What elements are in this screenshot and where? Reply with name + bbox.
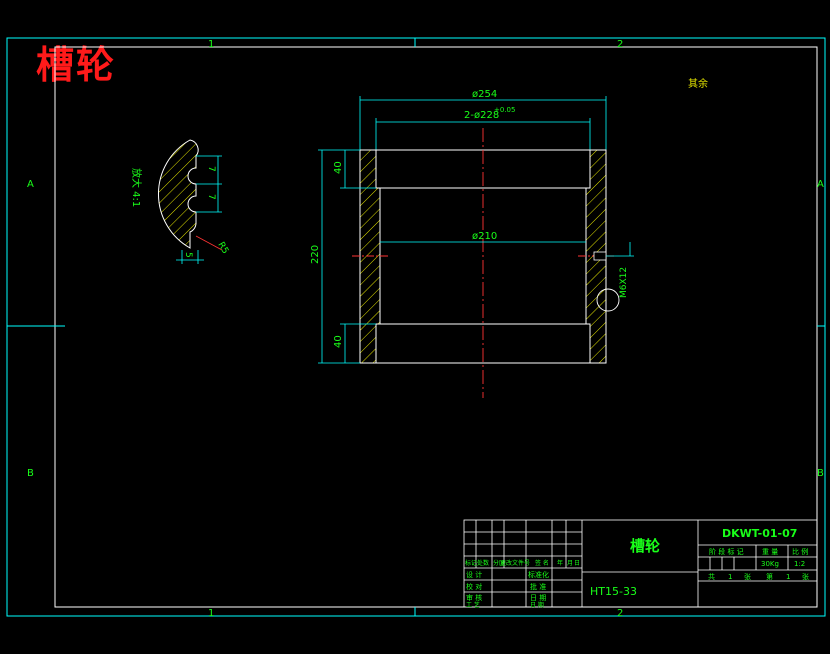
rev-header-month: 月	[567, 560, 573, 567]
sign-row-process: 工 艺	[466, 601, 480, 609]
rev-header-year: 年	[557, 559, 563, 567]
detail-dim-7a: 7	[206, 166, 216, 172]
title-weight-header: 重 量	[762, 548, 778, 556]
outer-frame	[6, 37, 826, 617]
zone-left-a: A	[27, 179, 34, 190]
sheet-current-num: 1	[786, 573, 790, 581]
zone-bottom-1: 1	[208, 608, 214, 619]
sheet-total-num: 1	[728, 573, 732, 581]
dim-inner-diameter: ø210	[472, 231, 497, 242]
title-block	[463, 519, 818, 608]
sheet-current-unit: 张	[802, 572, 809, 581]
dim-bore-tolerance: +0.05	[494, 106, 515, 114]
title-weight: 30Kg	[761, 560, 779, 568]
dim-thread: M6X12	[619, 267, 629, 298]
zone-right-b: B	[817, 468, 824, 479]
std-label-date2: 日 期	[530, 601, 544, 609]
detail-dim-r5: R5	[215, 241, 230, 256]
std-label-approve: 批 准	[530, 582, 546, 591]
sign-row-review: 审 核	[466, 593, 482, 602]
title-stage-header: 阶 段 标 记	[709, 547, 744, 556]
zone-top-2: 2	[617, 39, 623, 50]
zone-bottom-2: 2	[617, 608, 623, 619]
rev-header-day: 日	[574, 560, 580, 567]
rev-header-sign: 签 名	[535, 559, 549, 567]
sign-row-design: 设 计	[466, 570, 482, 579]
dim-height: 220	[310, 245, 321, 264]
zone-ticks	[7, 38, 825, 616]
detail-view	[157, 139, 223, 264]
sign-row-check: 校 对	[466, 582, 482, 591]
zone-left-b: B	[27, 468, 34, 479]
title-scale-header: 比 例	[792, 547, 808, 556]
rev-header-count: 处数	[477, 559, 489, 567]
sheet-current-label: 第	[766, 572, 773, 581]
detail-dim-7b: 7	[206, 194, 216, 200]
title-part-name: 槽轮	[630, 537, 660, 555]
zone-top-1: 1	[208, 39, 214, 50]
dim-flange-top: 40	[333, 161, 344, 174]
rev-header-zone: 分区	[493, 559, 505, 567]
dim-flange-bottom: 40	[333, 335, 344, 348]
rev-header-file: 更改文件号	[500, 559, 530, 567]
title-scale: 1:2	[794, 560, 805, 568]
title-drawing-number: DKWT-01-07	[722, 527, 797, 540]
std-label-date1: 日 期	[530, 594, 546, 602]
inner-frame	[54, 46, 818, 608]
title-material: HT15-33	[590, 585, 637, 598]
dim-bore-diameter: 2-ø228	[464, 110, 499, 121]
sheet-total-unit: 张	[744, 572, 751, 581]
rev-header-mark: 标记	[465, 559, 477, 567]
zone-right-a: A	[817, 179, 824, 190]
dim-outer-diameter: ø254	[472, 89, 497, 100]
sheet-total-label: 共	[708, 572, 715, 581]
drawing-title-red: 槽轮	[36, 42, 117, 87]
main-section	[318, 96, 634, 398]
detail-label: 放大 4:1	[130, 168, 143, 207]
detail-dim-5: 5	[183, 252, 193, 258]
std-label-standard: 标准化	[528, 570, 549, 579]
surface-note: 其余	[688, 77, 708, 90]
